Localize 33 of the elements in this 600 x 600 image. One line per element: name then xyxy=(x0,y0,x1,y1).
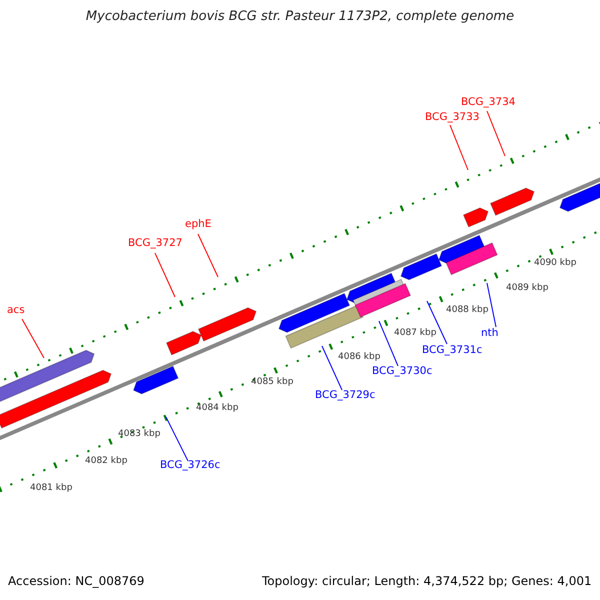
scale-label: 4081 kbp xyxy=(30,484,72,494)
scale-label: 4085 kbp xyxy=(251,378,294,388)
gene-label: BCG_3726c xyxy=(160,460,220,472)
leader-line xyxy=(322,346,342,390)
gene-label: BCG_3730c xyxy=(372,366,432,378)
scale-label: 4086 kbp xyxy=(338,353,380,363)
scale-label: 4090 kbp xyxy=(534,259,576,269)
leader-line xyxy=(378,320,398,366)
gene-label: ephE xyxy=(185,219,212,231)
gene-label: BCG_3733 xyxy=(425,112,480,124)
leader-line xyxy=(486,282,496,328)
scale-label: 4082 kbp xyxy=(85,457,128,467)
leader-line xyxy=(450,124,468,170)
footer-text: Topology: circular; Length: 4,374,522 bp; Genes: 4,001 xyxy=(262,575,592,588)
leader-line xyxy=(426,300,448,344)
gene-label: BCG_3727 xyxy=(128,238,182,250)
scale-label: 4084 kbp xyxy=(196,404,238,414)
scale-label: 4087 kbp xyxy=(394,329,436,339)
leader-line xyxy=(154,252,176,298)
scale-label: 4083 kbp xyxy=(118,430,160,440)
scale-label: 4088 kbp xyxy=(446,306,488,316)
leader-line xyxy=(166,416,188,462)
leader-line xyxy=(22,318,44,358)
footer-text: Accession: NC_008769 xyxy=(8,575,144,588)
gene-label: BCG_3731c xyxy=(422,345,482,357)
leader-line xyxy=(486,110,506,156)
gene-label: acs xyxy=(7,305,25,317)
scale-label: 4089 kbp xyxy=(506,284,548,294)
leader-line xyxy=(198,234,218,278)
gene-label: nth xyxy=(481,328,498,340)
gene-label: BCG_3734 xyxy=(461,97,516,109)
gene-label: BCG_3729c xyxy=(315,390,376,402)
title: Mycobacterium bovis BCG str. Pasteur 1173P2, complete genome xyxy=(84,10,516,24)
